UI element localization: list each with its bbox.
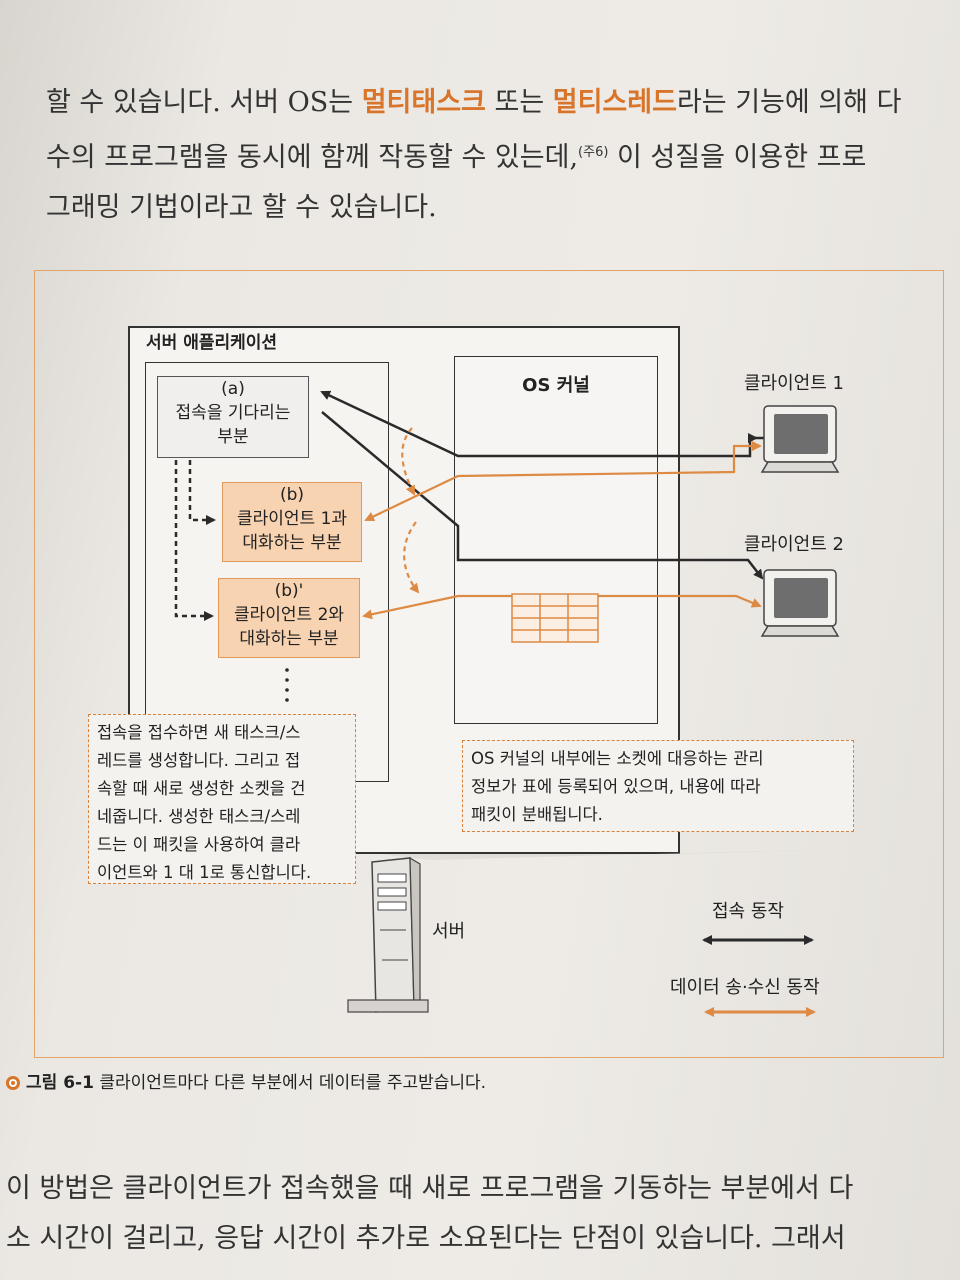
- note-line: 접속을 접수하면 새 태스크/스: [97, 723, 301, 742]
- client2-handler-box: (b)' 클라이언트 2와 대화하는 부분: [218, 578, 360, 658]
- note-line: 속할 때 새로 생성한 소켓을 건: [97, 779, 306, 798]
- box-tag: (b): [279, 485, 305, 505]
- caption-bullet-icon: [6, 1076, 20, 1090]
- projection-shadow: [380, 848, 880, 860]
- box-tag: (a): [221, 379, 245, 399]
- box-line: 대화하는 부분: [242, 533, 342, 553]
- note-left: 접속을 접수하면 새 태스크/스 레드를 생성합니다. 그리고 접 속할 때 새…: [88, 714, 356, 884]
- legend-connect-label: 접속 동작: [712, 901, 784, 922]
- caption-number: 그림 6-1: [26, 1073, 94, 1093]
- note-line: OS 커널의 내부에는 소켓에 대응하는 관리: [471, 749, 764, 768]
- caption-text: 클라이언트마다 다른 부분에서 데이터를 주고받습니다.: [93, 1073, 487, 1093]
- connect-arrows: [320, 390, 820, 580]
- figure-frame: [34, 270, 944, 1058]
- paragraph-line: 수의 프로그램을 동시에 함께 작동할 수 있는데,(주6) 이 성질을 이용한…: [46, 128, 926, 183]
- text-run: 라는 기능에 의해 다: [676, 87, 902, 118]
- note-line: 드는 이 패킷을 사용하여 클라: [97, 835, 301, 854]
- client2-label: 클라이언트 2: [744, 534, 844, 555]
- wait-connection-box: (a) 접속을 기다리는 부분: [157, 376, 309, 458]
- more-handlers-dots: [285, 668, 289, 702]
- server-application-label: 서버 애플리케이션: [146, 333, 278, 353]
- os-kernel-label: OS 커널: [522, 375, 590, 396]
- footnote-ref: (주6): [578, 145, 609, 160]
- text-run: 이 성질을 이용한 프로: [608, 142, 867, 173]
- paragraph-line: 소 시간이 걸리고, 응답 시간이 추가로 소요된다는 단점이 있습니다. 그래…: [6, 1223, 846, 1254]
- box-tag: (b)': [274, 581, 304, 601]
- box-line: 클라이언트 2와: [233, 605, 345, 625]
- box-line: 대화하는 부분: [239, 629, 339, 649]
- paragraph-line: 할 수 있습니다. 서버 OS는 멀티태스크 또는 멀티스레드라는 기능에 의해…: [46, 78, 926, 128]
- box-line: 접속을 기다리는: [175, 403, 291, 423]
- os-kernel-box: [454, 356, 658, 724]
- server-tower-icon: [347, 856, 429, 1013]
- client1-monitor-icon: [760, 405, 840, 473]
- note-line: 이언트와 1 대 1로 통신합니다.: [97, 863, 312, 882]
- note-right: OS 커널의 내부에는 소켓에 대응하는 관리 정보가 표에 등록되어 있으며,…: [462, 740, 854, 832]
- text-run: 할 수 있습니다. 서버 OS는: [46, 87, 362, 118]
- legend-data-label: 데이터 송·수신 동작: [670, 977, 820, 998]
- socket-table: [511, 593, 599, 643]
- box-line: 부분: [217, 427, 249, 447]
- client1-handler-box: (b) 클라이언트 1과 대화하는 부분: [222, 482, 362, 562]
- note-line: 정보가 표에 등록되어 있으며, 내용에 따라: [471, 777, 761, 796]
- server-label: 서버: [432, 921, 466, 942]
- note-line: 패킷이 분배됩니다.: [471, 805, 603, 824]
- client1-label: 클라이언트 1: [744, 373, 844, 394]
- paragraph-line: 그래밍 기법이라고 할 수 있습니다.: [46, 192, 437, 223]
- highlight-term: 멀티스레드: [552, 87, 677, 118]
- note-line: 레드를 생성합니다. 그리고 접: [97, 751, 301, 770]
- paragraph-line: 이 방법은 클라이언트가 접속했을 때 새로 프로그램을 기동하는 부분에서 다: [6, 1173, 854, 1204]
- spawn-connectors: [174, 460, 216, 621]
- paragraph-top: 할 수 있습니다. 서버 OS는 멀티태스크 또는 멀티스레드라는 기능에 의해…: [46, 78, 926, 233]
- highlight-term: 멀티태스크: [361, 87, 486, 118]
- client2-monitor-icon: [760, 569, 840, 637]
- paragraph-bottom: 이 방법은 클라이언트가 접속했을 때 새로 프로그램을 기동하는 부분에서 다…: [6, 1164, 946, 1264]
- text-run: 수의 프로그램을 동시에 함께 작동할 수 있는데,: [46, 142, 579, 173]
- text-run: 또는: [485, 87, 553, 118]
- figure-caption: 그림 6-1 클라이언트마다 다른 부분에서 데이터를 주고받습니다.: [6, 1068, 486, 1093]
- box-line: 클라이언트 1과: [236, 509, 348, 529]
- note-line: 네줍니다. 생성한 태스크/스레: [97, 807, 301, 826]
